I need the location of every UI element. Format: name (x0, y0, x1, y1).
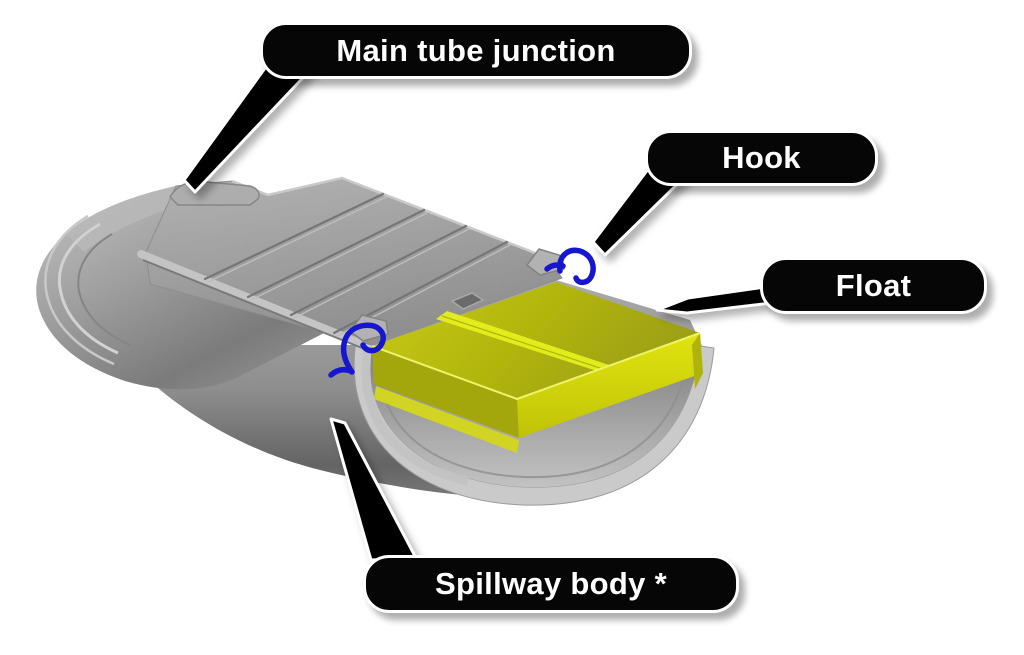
near-rim-strip (137, 250, 364, 347)
float-top-edge-highlight (371, 332, 701, 401)
float-stripe-groove (441, 315, 607, 371)
float-model (361, 282, 703, 486)
callout-main-tube-junction-label: Main tube junction (336, 32, 616, 68)
float-front-left-face (372, 346, 519, 438)
hook-left (340, 322, 386, 375)
callout-spillway-body-label: Spillway body * (435, 566, 667, 601)
hook-left-pin (328, 366, 354, 378)
callout-float: Float (760, 257, 987, 314)
trough-front-wall (361, 345, 469, 486)
pointer-main-tube-junction (182, 62, 318, 194)
callout-pointers (182, 62, 774, 562)
callout-hook-label: Hook (722, 140, 801, 175)
callout-main-tube-junction: Main tube junction (260, 22, 692, 79)
float-stripe (436, 311, 612, 372)
float-side-face (692, 333, 703, 389)
callout-hook: Hook (645, 130, 878, 186)
callout-spillway-body: Spillway body * (363, 555, 739, 613)
end-cap-contour-outer (44, 214, 115, 366)
pointer-float (655, 284, 774, 315)
near-rim-shadow (142, 259, 363, 349)
plate-recess (450, 292, 485, 310)
end-cap-contour-dark (77, 233, 131, 346)
float-front-right-face (517, 333, 703, 438)
hook-right-pin (544, 262, 566, 272)
callout-float-label: Float (835, 267, 912, 303)
hook-right (557, 247, 596, 286)
top-plate (137, 176, 565, 349)
end-cap-contour-light (57, 222, 119, 355)
float-top-face (372, 282, 700, 399)
trough-inner-edge (378, 347, 691, 479)
junction-bump (169, 180, 260, 206)
float-lower-ledge (374, 386, 519, 453)
hook-tab-left (348, 314, 389, 342)
hook-models (328, 247, 596, 378)
